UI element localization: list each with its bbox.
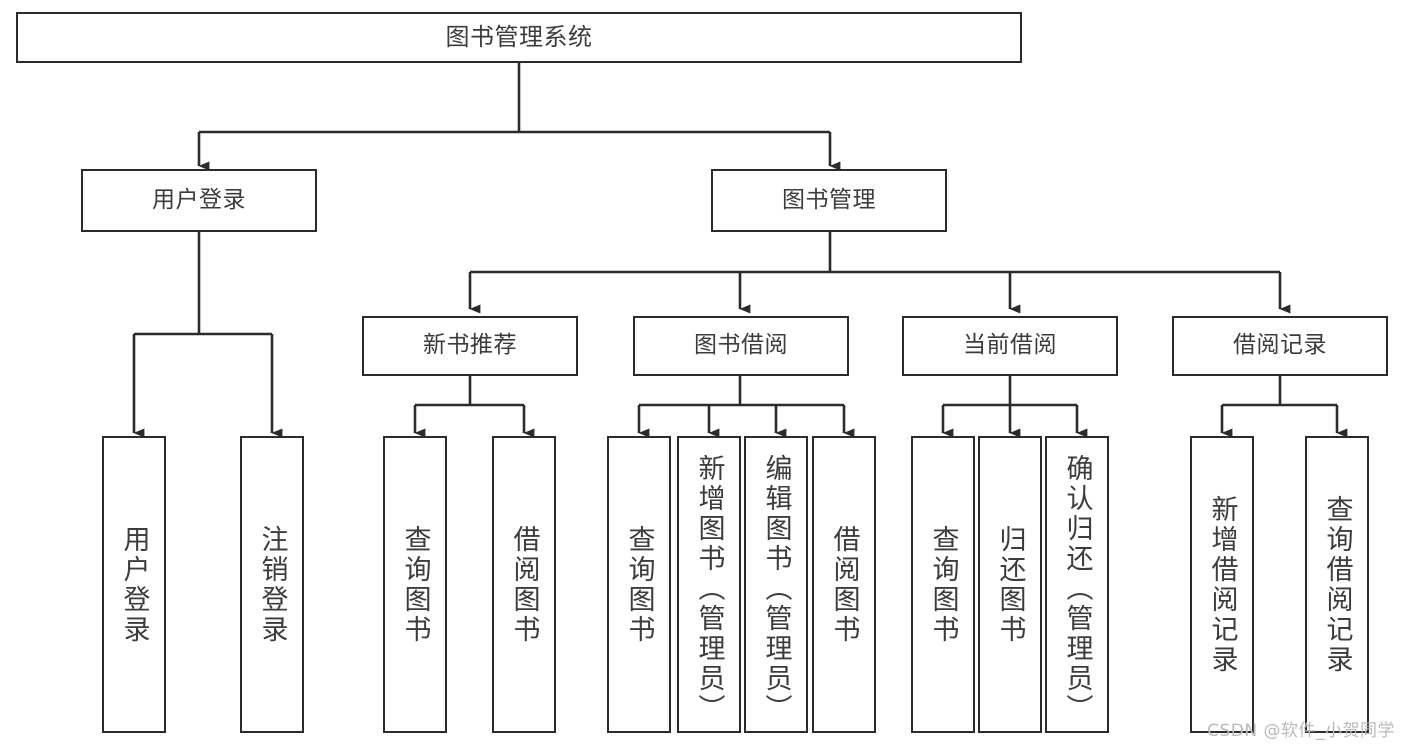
node-label: 新书推荐 xyxy=(423,332,517,359)
node-label: 查询图书 xyxy=(623,524,655,645)
node-label: 图书管理系统 xyxy=(445,23,593,52)
node-user-login[interactable]: 用户登录 xyxy=(81,169,317,232)
node-root-system[interactable]: 图书管理系统 xyxy=(16,12,1022,63)
node-label: 归还图书 xyxy=(994,524,1026,645)
node-label: 编辑图书（管理员） xyxy=(760,454,792,724)
leaf-return-book[interactable]: 归还图书 xyxy=(978,436,1042,733)
leaf-borrow-book-recommend[interactable]: 借阅图书 xyxy=(492,436,556,733)
node-label: 查询借阅记录 xyxy=(1321,494,1353,675)
leaf-user-login[interactable]: 用户登录 xyxy=(102,436,166,733)
leaf-query-book-current[interactable]: 查询图书 xyxy=(911,436,975,733)
node-borrow-record[interactable]: 借阅记录 xyxy=(1172,316,1388,376)
leaf-borrow-book-borrow[interactable]: 借阅图书 xyxy=(812,436,876,733)
leaf-edit-book[interactable]: 编辑图书（管理员） xyxy=(744,436,808,733)
node-label: 新增图书（管理员） xyxy=(693,454,725,724)
node-book-borrow[interactable]: 图书借阅 xyxy=(633,316,849,376)
leaf-add-borrow-record[interactable]: 新增借阅记录 xyxy=(1190,436,1254,733)
node-label: 查询图书 xyxy=(927,524,959,645)
node-label: 注销登录 xyxy=(256,524,288,645)
leaf-add-book[interactable]: 新增图书（管理员） xyxy=(677,436,741,733)
node-label: 图书借阅 xyxy=(694,332,788,359)
node-label: 图书管理 xyxy=(782,186,876,213)
leaf-confirm-return[interactable]: 确认归还（管理员） xyxy=(1045,436,1109,733)
node-label: 确认归还（管理员） xyxy=(1061,454,1093,724)
leaf-query-book-borrow[interactable]: 查询图书 xyxy=(607,436,671,733)
node-new-book-recommend[interactable]: 新书推荐 xyxy=(362,316,578,376)
csdn-watermark: CSDN @软件_小贺同学 xyxy=(1207,721,1395,741)
node-book-manage[interactable]: 图书管理 xyxy=(711,169,947,232)
leaf-query-book-recommend[interactable]: 查询图书 xyxy=(383,436,447,733)
node-label: 查询图书 xyxy=(399,524,431,645)
node-label: 借阅图书 xyxy=(828,524,860,645)
node-label: 用户登录 xyxy=(152,186,246,213)
leaf-logout-login[interactable]: 注销登录 xyxy=(240,436,304,733)
node-label: 当前借阅 xyxy=(963,332,1057,359)
leaf-query-borrow-record[interactable]: 查询借阅记录 xyxy=(1305,436,1369,733)
node-label: 新增借阅记录 xyxy=(1206,494,1238,675)
node-label: 借阅记录 xyxy=(1233,332,1327,359)
node-label: 借阅图书 xyxy=(508,524,540,645)
node-label: 用户登录 xyxy=(118,524,150,645)
node-current-borrow[interactable]: 当前借阅 xyxy=(902,316,1118,376)
